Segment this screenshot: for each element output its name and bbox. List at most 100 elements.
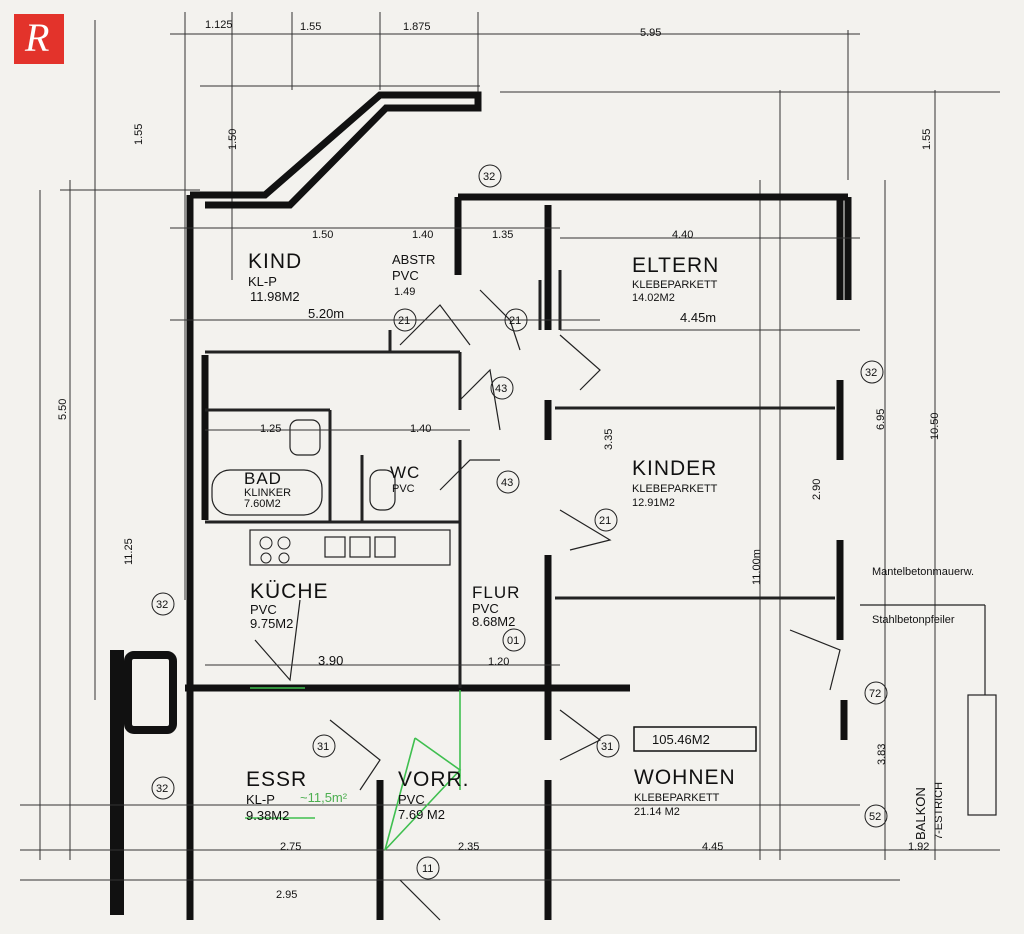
- dim-label: 1.40: [412, 229, 433, 241]
- room-area: 7.69 M2: [398, 807, 445, 822]
- room-essr: ESSR KL-P 9.38M2 ~11,5m²: [246, 768, 348, 823]
- kitchen-counter: [249, 529, 451, 566]
- estrich-label: 7-ESTRICH: [933, 782, 945, 840]
- height-marker: 72: [864, 681, 888, 705]
- room-floor: KLEBEPARKETT: [632, 483, 718, 495]
- mantel-label: Mantelbetonmauerw.: [872, 566, 974, 578]
- chimney-block: [110, 650, 177, 915]
- svg-text:32: 32: [483, 171, 495, 183]
- height-marker: 32: [151, 592, 175, 616]
- room-name: VORR.: [398, 768, 470, 791]
- dim-label: 1.50: [312, 229, 333, 241]
- svg-text:32: 32: [865, 367, 877, 379]
- inner-dimension-text: 1.50 1.40 1.35 4.40 3.90 1.20 1.40 1.25 …: [260, 229, 888, 765]
- dim-label: 1.55: [300, 21, 321, 33]
- svg-text:32: 32: [156, 599, 168, 611]
- room-name: WOHNEN: [634, 766, 736, 789]
- balcony-label: BALKON: [913, 787, 928, 840]
- dim-label: 3.90: [318, 653, 343, 668]
- dim-label: 1.35: [492, 229, 513, 241]
- height-marker: 21: [594, 508, 618, 532]
- dim-label: 1.92: [908, 841, 929, 853]
- height-marker: 21: [393, 308, 417, 332]
- dim-label: 1.875: [403, 21, 431, 33]
- room-name: KINDER: [632, 457, 717, 480]
- room-abstr: ABSTR PVC 1.49: [392, 252, 435, 298]
- dim-label: 1.55: [921, 129, 933, 150]
- top-dimension-text: 1.125 1.55 1.875 5.95: [205, 19, 661, 39]
- dim-label: 2.35: [458, 841, 479, 853]
- dim-label: 4.40: [672, 229, 693, 241]
- room-name: ESSR: [246, 768, 307, 791]
- room-wohnen: WOHNEN KLEBEPARKETT 21.14 M2: [634, 766, 736, 818]
- side-notes: BALKON 7-ESTRICH Mantelbetonmauerw. Stah…: [872, 566, 974, 840]
- logo-letter: R: [25, 15, 50, 60]
- height-marker: 01: [502, 628, 526, 652]
- svg-text:21: 21: [509, 315, 521, 327]
- dim-label: 6.95: [875, 409, 887, 430]
- dim-label: 1.40: [410, 423, 431, 435]
- room-floor: PVC: [398, 792, 425, 807]
- height-marker: 43: [496, 470, 520, 494]
- height-marker: 52: [864, 804, 888, 828]
- total-area-box: 105.46M2: [633, 726, 757, 752]
- side-dimension-text: 1.55 1.50 5.50 11.25 6.95 10.50 11.00m 1…: [57, 124, 941, 585]
- room-eltern: ELTERN KLEBEPARKETT 14.02M2 4.45m: [632, 254, 719, 325]
- room-kind: KIND KL-P 11.98M2 5.20m: [248, 250, 344, 321]
- svg-text:01: 01: [507, 635, 519, 647]
- brand-logo: R: [14, 14, 64, 64]
- balcony-rail: [860, 604, 997, 816]
- room-area: 14.02M2: [632, 292, 675, 304]
- room-length: 4.45m: [680, 310, 716, 325]
- svg-text:52: 52: [869, 811, 881, 823]
- height-markers: 32 21 21 43 43 21 01 31 31 11 32 32 72 5…: [151, 164, 888, 880]
- bathroom-fixtures: [211, 419, 396, 516]
- room-area: 1.49: [394, 286, 415, 298]
- dim-label: 1.55: [133, 124, 145, 145]
- room-name: ABSTR: [392, 252, 435, 267]
- dim-label: 10.50: [929, 412, 941, 440]
- height-marker: 21: [504, 308, 528, 332]
- room-area: 21.14 M2: [634, 806, 680, 818]
- svg-text:31: 31: [601, 741, 613, 753]
- room-floor: PVC: [392, 483, 415, 495]
- height-marker: 32: [478, 164, 502, 188]
- top-dimension-lines: [39, 12, 1000, 860]
- room-area: 12.91M2: [632, 497, 675, 509]
- total-area: 105.46M2: [652, 732, 710, 747]
- room-bad: BAD KLINKER 7.60M2: [244, 469, 291, 510]
- dim-label: 2.75: [280, 841, 301, 853]
- room-area: 8.68M2: [472, 614, 515, 629]
- dim-label: 11.25: [123, 538, 135, 565]
- bottom-dimension-text: 2.75 2.35 4.45 1.92 2.95: [276, 841, 929, 901]
- green-annotation: [245, 687, 462, 851]
- height-marker: 31: [596, 734, 620, 758]
- inner-partitions: [205, 270, 835, 688]
- dim-label: 1.50: [227, 129, 239, 150]
- svg-text:72: 72: [869, 688, 881, 700]
- room-floor: KL-P: [246, 792, 275, 807]
- dim-label: 1.20: [488, 656, 509, 668]
- room-floor: PVC: [472, 601, 499, 616]
- svg-text:11: 11: [422, 863, 433, 875]
- svg-text:31: 31: [317, 741, 329, 753]
- inner-dimension-lines: [20, 227, 1000, 881]
- room-area: 9.75M2: [250, 616, 293, 631]
- svg-text:21: 21: [398, 315, 410, 327]
- dim-label: 5.50: [57, 399, 69, 420]
- dim-label: 5.95: [640, 27, 661, 39]
- room-wc: WC PVC: [390, 463, 419, 495]
- height-marker: 32: [151, 776, 175, 800]
- room-floor: PVC: [392, 268, 419, 283]
- room-floor: PVC: [250, 602, 277, 617]
- dim-label: 2.95: [276, 889, 297, 901]
- room-name: KÜCHE: [250, 580, 329, 603]
- stahl-label: Stahlbetonpfeiler: [872, 614, 955, 626]
- room-name: FLUR: [472, 583, 520, 602]
- room-name: ELTERN: [632, 254, 719, 277]
- dim-label: 3.83: [876, 744, 888, 765]
- height-marker: 31: [312, 734, 336, 758]
- room-floor: KLINKER: [244, 487, 291, 499]
- height-marker: 43: [490, 376, 514, 400]
